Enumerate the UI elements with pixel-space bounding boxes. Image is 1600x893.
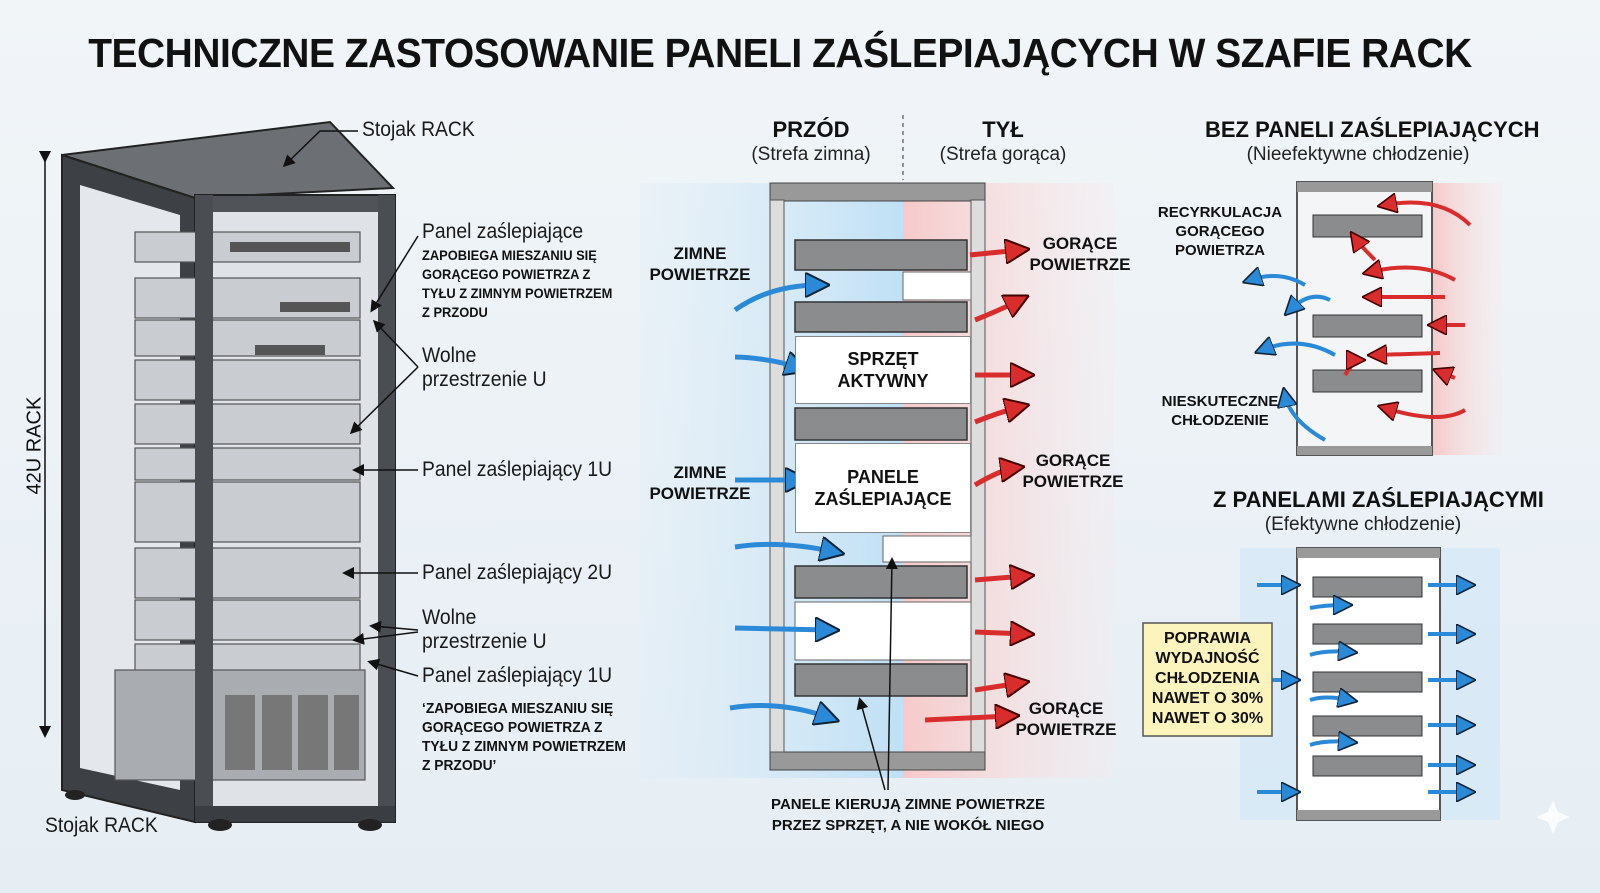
label-blanking-panel-top: Panel zaślepiające xyxy=(422,220,584,243)
label-blanking-panel-2u: Panel zaślepiający 2U xyxy=(422,561,613,584)
front-title: PRZÓD xyxy=(772,117,850,142)
cold-air-arrows xyxy=(729,285,835,718)
back-title: TYŁ xyxy=(982,117,1024,142)
sparkle-icon xyxy=(1536,800,1570,834)
server-drives xyxy=(225,695,359,770)
blank-panel-small xyxy=(902,271,972,301)
escaping-cold-arrows xyxy=(1250,276,1336,442)
page-title: TECHNICZNE ZASTOSOWANIE PANELI ZAŚLEPIAJ… xyxy=(88,30,1472,76)
label-blanking-panel-1u: Panel zaślepiający 1U xyxy=(422,458,613,481)
with-panels-title: Z PANELAMI ZAŚLEPIAJĄCYMI xyxy=(1213,487,1544,512)
without-panels-title: BEZ PANELI ZAŚLEPIAJĄCYCH xyxy=(1205,117,1540,142)
rack-height-label: 42U RACK xyxy=(23,396,46,495)
rack-label-bottom: Stojak RACK xyxy=(45,814,158,837)
callout-box xyxy=(1142,622,1273,737)
hot-air-arrows xyxy=(924,250,1025,720)
back-subtitle: (Strefa gorąca) xyxy=(939,144,1067,165)
rack-label-top: Stojak RACK xyxy=(362,118,475,141)
label-blanking-panel-1u: Panel zaślepiający 1U xyxy=(422,664,613,687)
front-subtitle: (Strefa zimna) xyxy=(751,144,871,165)
with-panels-subtitle: (Efektywne chłodzenie) xyxy=(1264,514,1462,535)
blank-panel-small xyxy=(882,535,972,563)
equipment-bars xyxy=(794,239,968,697)
rack-3d-illustration xyxy=(61,120,396,831)
middle-rack xyxy=(769,182,986,771)
rack-with-panels xyxy=(1296,547,1441,821)
rack-without-panels xyxy=(1296,181,1433,456)
without-panels-subtitle: (Nieefektywne chłodzenie) xyxy=(1246,144,1470,165)
leader-lines xyxy=(39,130,419,738)
recirculation-arrows xyxy=(1343,203,1472,418)
switch-ports xyxy=(230,242,350,355)
